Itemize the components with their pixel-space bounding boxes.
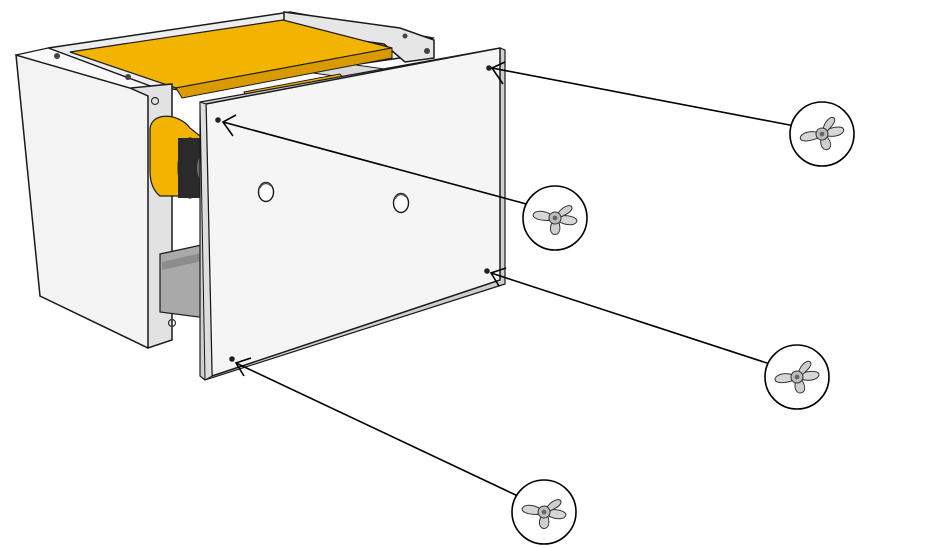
panel-hole-bottom-right: [484, 268, 490, 274]
panel-hole-bottom-left: [229, 356, 235, 362]
leader-line-2: [221, 114, 531, 206]
panel-hole-top-left: [215, 117, 221, 123]
leader-line-4: [234, 357, 521, 498]
leader-line-3: [489, 267, 774, 366]
access-hole-right: [392, 192, 410, 214]
leader-lines: [221, 61, 801, 498]
callout-wing-nut-1: [789, 101, 855, 167]
access-hole-left: [257, 181, 275, 203]
leader-line-1: [490, 61, 801, 128]
side-cover-panel: [199, 47, 506, 381]
panel-hole-top-right: [486, 65, 492, 71]
callout-wing-nut-2: [522, 185, 588, 251]
callout-wing-nut-3: [764, 344, 830, 410]
callout-wing-nut-4: [511, 479, 577, 545]
